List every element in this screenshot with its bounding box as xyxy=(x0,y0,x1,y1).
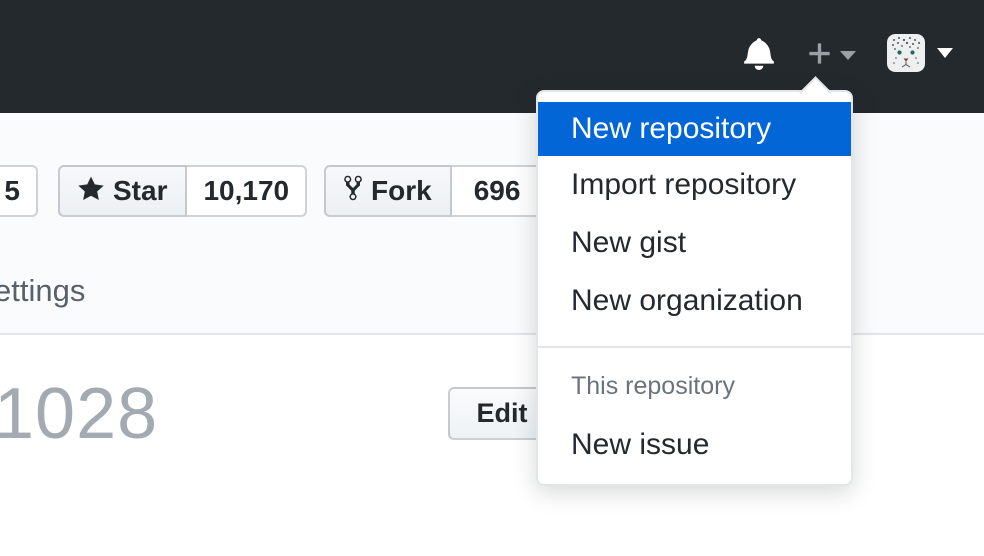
tab-settings-partial[interactable]: ettings xyxy=(0,273,86,308)
create-new-button[interactable] xyxy=(806,40,856,70)
menu-item-new-organization[interactable]: New organization xyxy=(571,284,803,317)
menu-section-this-repository: This repository xyxy=(571,371,735,400)
chevron-down-icon xyxy=(937,48,953,58)
create-new-dropdown: New repository Import repository New gis… xyxy=(536,76,853,486)
fork-button-group: Fork 696 xyxy=(324,165,582,217)
menu-divider xyxy=(538,346,851,348)
star-button[interactable]: Star xyxy=(58,165,188,217)
menu-item-import-repository[interactable]: Import repository xyxy=(571,168,797,201)
menu-item-new-issue[interactable]: New issue xyxy=(571,428,710,461)
star-button-group: Star 10,170 xyxy=(58,165,308,217)
fork-button[interactable]: Fork xyxy=(324,165,452,217)
avatar xyxy=(887,34,925,72)
fork-button-label: Fork xyxy=(371,175,432,206)
fork-count-value: 696 xyxy=(473,175,521,206)
site-header xyxy=(0,0,984,113)
user-menu-button[interactable] xyxy=(887,34,953,72)
chevron-down-icon xyxy=(840,50,856,60)
plus-icon xyxy=(806,40,833,70)
menu-item-new-repository[interactable]: New repository xyxy=(538,102,851,156)
menu-item-new-gist[interactable]: New gist xyxy=(571,226,687,259)
star-button-label: Star xyxy=(113,175,168,206)
star-count-value: 10,170 xyxy=(203,175,290,206)
issue-number: 1028 xyxy=(0,374,159,454)
notifications-button[interactable] xyxy=(744,36,774,73)
star-icon xyxy=(78,175,104,208)
bell-icon xyxy=(744,38,774,73)
create-new-menu: New repository Import repository New gis… xyxy=(538,92,851,474)
repo-action-buttons: 5 Star 10,170 xyxy=(0,165,984,217)
repo-fork-icon xyxy=(344,174,362,209)
watch-count-partial[interactable]: 5 xyxy=(0,165,38,217)
star-count[interactable]: 10,170 xyxy=(187,165,308,217)
watch-count-value: 5 xyxy=(4,175,20,206)
